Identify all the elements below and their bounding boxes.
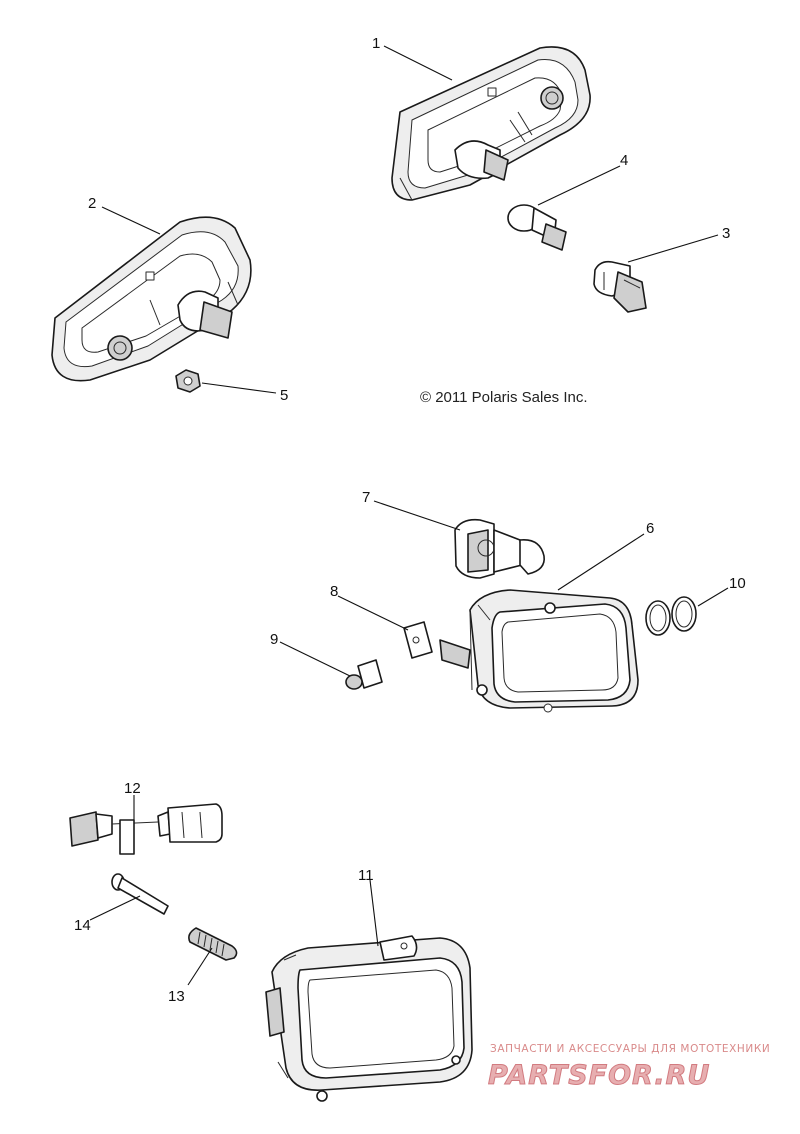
watermark-tagline: ЗАПЧАСТИ И АКСЕССУАРЫ ДЛЯ МОТОТЕХНИКИ (490, 1043, 770, 1055)
wiring-harness-12 (69, 803, 223, 855)
callout-10: 10 (729, 575, 746, 592)
callout-7: 7 (362, 489, 370, 506)
spring-13 (188, 927, 238, 961)
callout-numbers: 1 2 3 4 5 6 7 8 9 10 11 12 13 14 (74, 35, 746, 1005)
leader-lines (89, 45, 729, 986)
clip-8 (403, 621, 433, 659)
callout-5: 5 (280, 387, 288, 404)
callout-13: 13 (168, 988, 185, 1005)
seal-rings-10 (645, 596, 697, 636)
callout-11: 11 (358, 867, 374, 884)
callout-1: 1 (372, 35, 380, 52)
callout-14: 14 (74, 917, 91, 934)
callout-9: 9 (270, 631, 278, 648)
headlight-housing-11 (265, 935, 473, 1102)
watermark-logo: ЗАПЧАСТИ И АКСЕССУАРЫ ДЛЯ МОТОТЕХНИКИ PA… (488, 1043, 770, 1092)
bulb-socket-3 (593, 260, 647, 313)
copyright-text: © 2011 Polaris Sales Inc. (420, 389, 588, 406)
callout-2: 2 (88, 195, 96, 212)
callout-6: 6 (646, 520, 654, 537)
headlight-bulb-7 (454, 518, 545, 579)
callout-12: 12 (124, 780, 141, 797)
nut-5 (175, 369, 201, 393)
pin-14 (111, 873, 169, 915)
callout-3: 3 (722, 225, 730, 242)
callout-8: 8 (330, 583, 338, 600)
taillight-housing-2 (51, 216, 252, 382)
headlight-assembly-6 (439, 589, 639, 713)
bulb-4 (507, 204, 567, 251)
callout-4: 4 (620, 152, 628, 169)
screw-9 (345, 659, 383, 690)
taillight-housing-1 (391, 46, 591, 201)
watermark-logo-text: PARTSFOR.RU (488, 1060, 710, 1091)
